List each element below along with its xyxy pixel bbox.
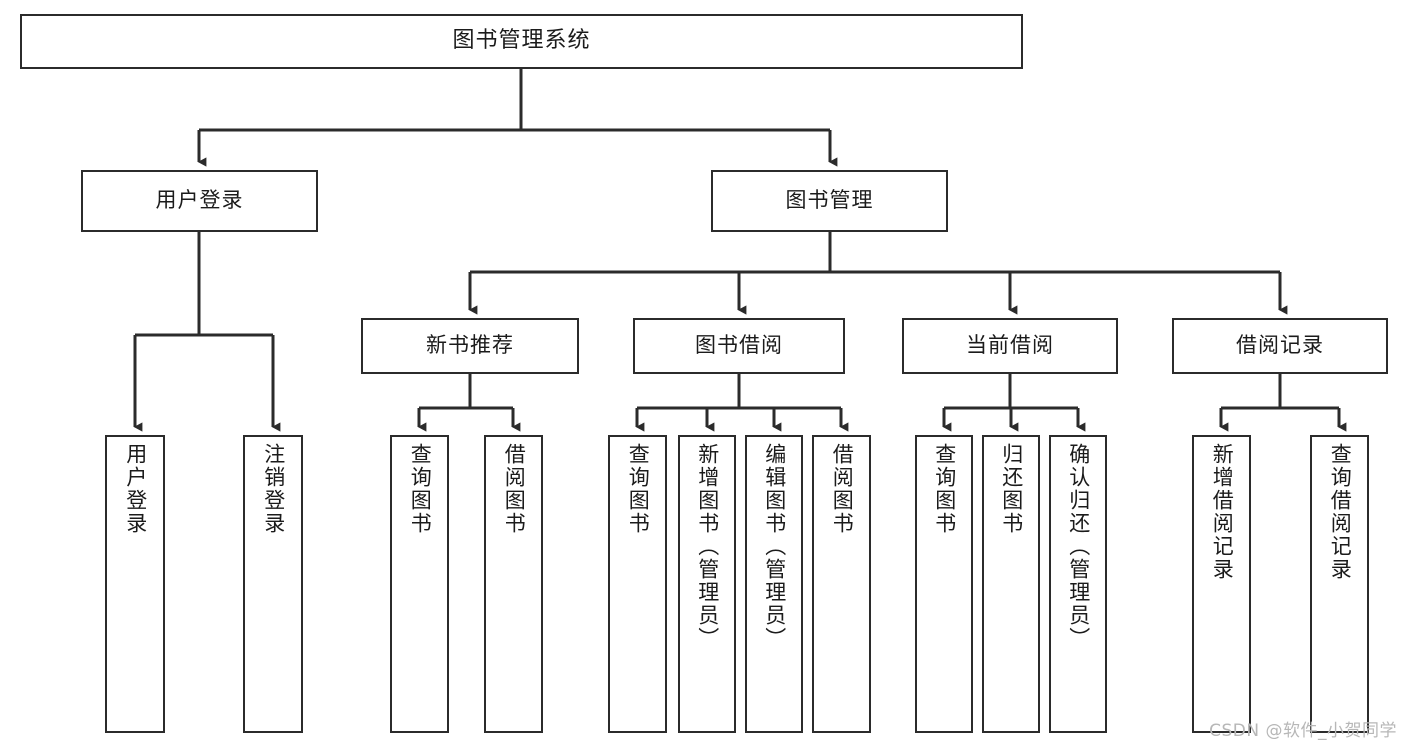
node-label: 借阅记录 <box>1236 333 1324 358</box>
node-book-management[interactable]: 图书管理 <box>711 170 948 232</box>
node-label: 用户登录 <box>123 443 148 535</box>
node-label: 查询图书 <box>626 443 651 535</box>
leaf-edit-book-admin[interactable]: 编辑图书（管理员） <box>745 435 803 733</box>
node-label: 用户登录 <box>155 188 244 213</box>
leaf-user-login[interactable]: 用户登录 <box>105 435 165 733</box>
leaf-confirm-return-admin[interactable]: 确认归还（管理员） <box>1049 435 1107 733</box>
leaf-borrow-book[interactable]: 借阅图书 <box>812 435 871 733</box>
node-current-borrow[interactable]: 当前借阅 <box>902 318 1118 374</box>
leaf-query-book-borrow[interactable]: 查询图书 <box>608 435 667 733</box>
node-label: 新增借阅记录 <box>1210 443 1235 581</box>
leaf-query-borrow-record[interactable]: 查询借阅记录 <box>1310 435 1369 733</box>
node-label: 查询图书 <box>932 443 957 535</box>
node-label: 当前借阅 <box>966 333 1054 358</box>
node-label: 图书借阅 <box>695 333 783 358</box>
node-label: 查询图书 <box>408 443 433 535</box>
node-label: 编辑图书（管理员） <box>762 443 787 650</box>
node-label: 新增图书（管理员） <box>695 443 720 650</box>
node-label: 归还图书 <box>999 443 1024 535</box>
node-label: 注销登录 <box>261 443 286 535</box>
leaf-query-book-current[interactable]: 查询图书 <box>915 435 973 733</box>
node-label: 图书管理系统 <box>452 28 591 54</box>
node-user-login[interactable]: 用户登录 <box>81 170 318 232</box>
node-book-management-system[interactable]: 图书管理系统 <box>20 14 1023 69</box>
node-new-book-recommend[interactable]: 新书推荐 <box>361 318 579 374</box>
leaf-query-book-recommend[interactable]: 查询图书 <box>390 435 449 733</box>
node-label: 确认归还（管理员） <box>1066 443 1091 650</box>
node-label: 查询借阅记录 <box>1328 443 1353 581</box>
csdn-watermark: CSDN @软件_小贺同学 <box>1209 721 1397 741</box>
leaf-return-book[interactable]: 归还图书 <box>982 435 1040 733</box>
node-label: 借阅图书 <box>502 443 527 535</box>
leaf-add-book-admin[interactable]: 新增图书（管理员） <box>678 435 736 733</box>
node-label: 图书管理 <box>785 188 874 213</box>
leaf-add-borrow-record[interactable]: 新增借阅记录 <box>1192 435 1251 733</box>
node-book-borrow[interactable]: 图书借阅 <box>633 318 845 374</box>
leaf-user-logout[interactable]: 注销登录 <box>243 435 303 733</box>
node-label: 新书推荐 <box>426 333 514 358</box>
node-borrow-records[interactable]: 借阅记录 <box>1172 318 1388 374</box>
node-label: 借阅图书 <box>830 443 855 535</box>
leaf-borrow-book-recommend[interactable]: 借阅图书 <box>484 435 543 733</box>
